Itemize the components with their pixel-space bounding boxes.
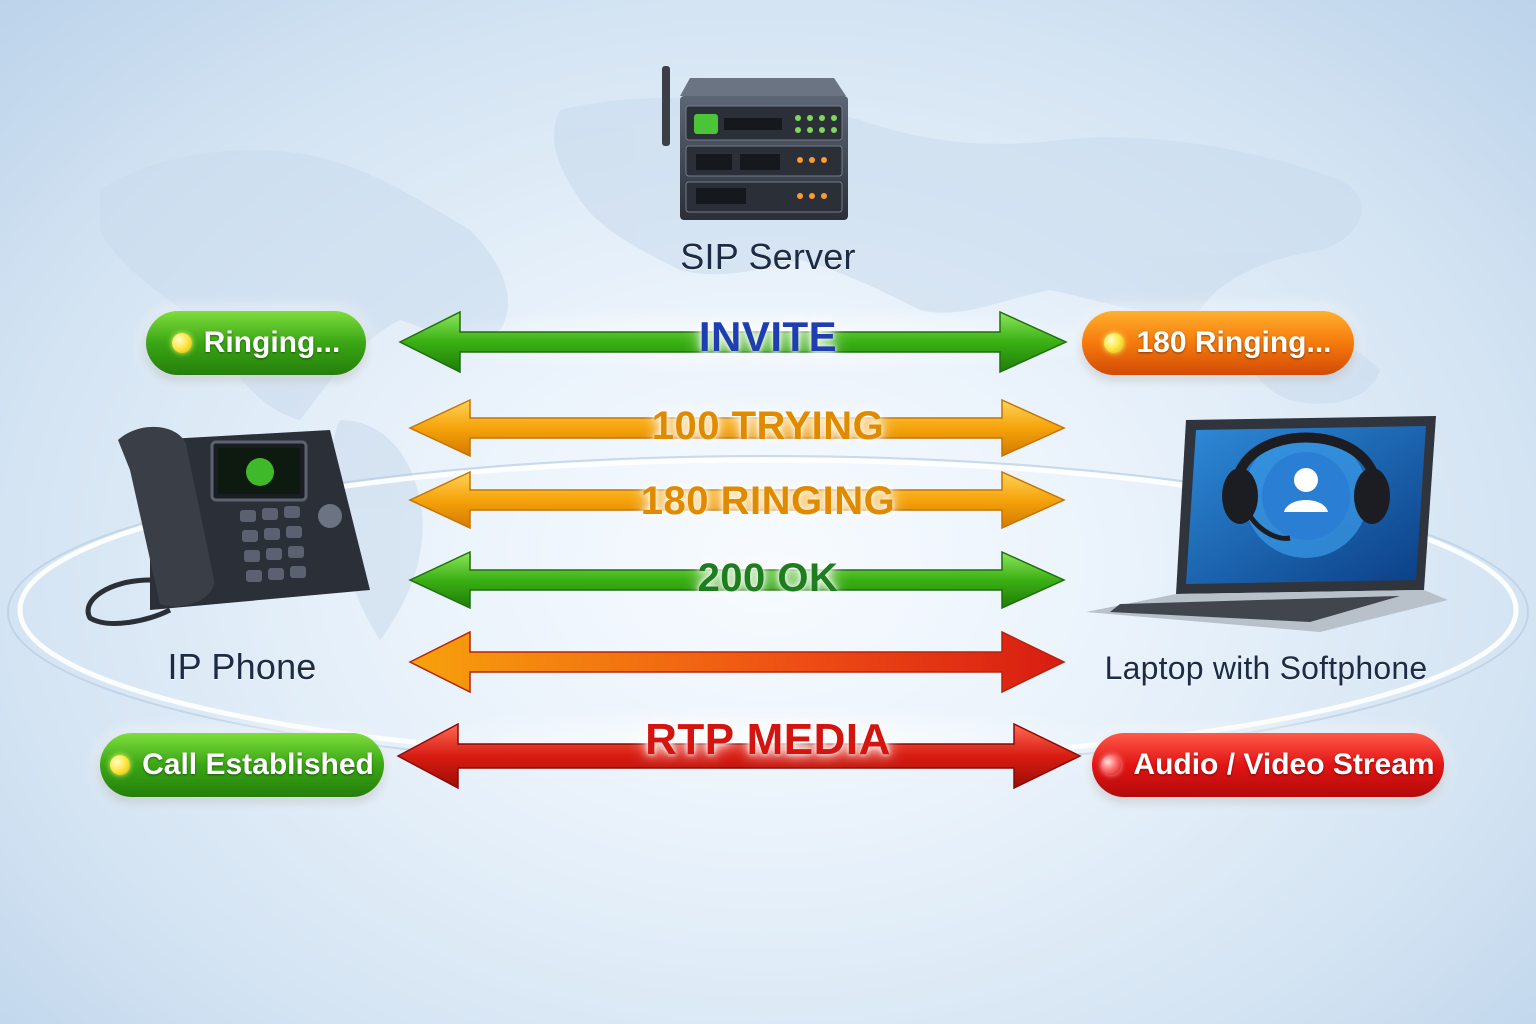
status-dot-icon [171,333,192,353]
ringing-label: 180 RINGING [640,479,896,523]
ringing-180-status-text: 180 Ringing... [1136,326,1332,359]
audio-video-stream-text: Audio / Video Stream [1133,748,1435,781]
ringing-180-status-pill: 180 Ringing... [1082,311,1354,375]
phone-label: IP Phone [167,646,317,687]
audio-video-stream-pill: Audio / Video Stream [1092,733,1444,797]
media-arrow [396,722,1082,790]
server-icon [662,66,848,220]
ip-phone-icon [85,426,370,626]
invite-label: INVITE [698,313,838,360]
trying-label: 100 TRYING [651,404,885,448]
call-established-text: Call Established [142,748,374,781]
ringing-arrow [408,470,1066,530]
media-label: RTP MEDIA [645,715,891,764]
server-label: SIP Server [680,236,856,277]
laptop-icon [1086,416,1448,632]
media-upper-arrow [408,630,1066,694]
trying-arrow [408,398,1066,458]
status-dot-icon [1101,755,1122,775]
invite-arrow [398,310,1068,374]
ok-arrow [408,550,1066,610]
laptop-label: Laptop with Softphone [1104,650,1428,686]
ok-label: 200 OK [697,556,839,600]
ringing-status-pill: Ringing... [146,311,366,375]
call-established-pill: Call Established [100,733,384,797]
status-dot-icon [1104,333,1125,353]
ringing-status-text: Ringing... [203,326,341,359]
status-dot-icon [110,755,131,775]
